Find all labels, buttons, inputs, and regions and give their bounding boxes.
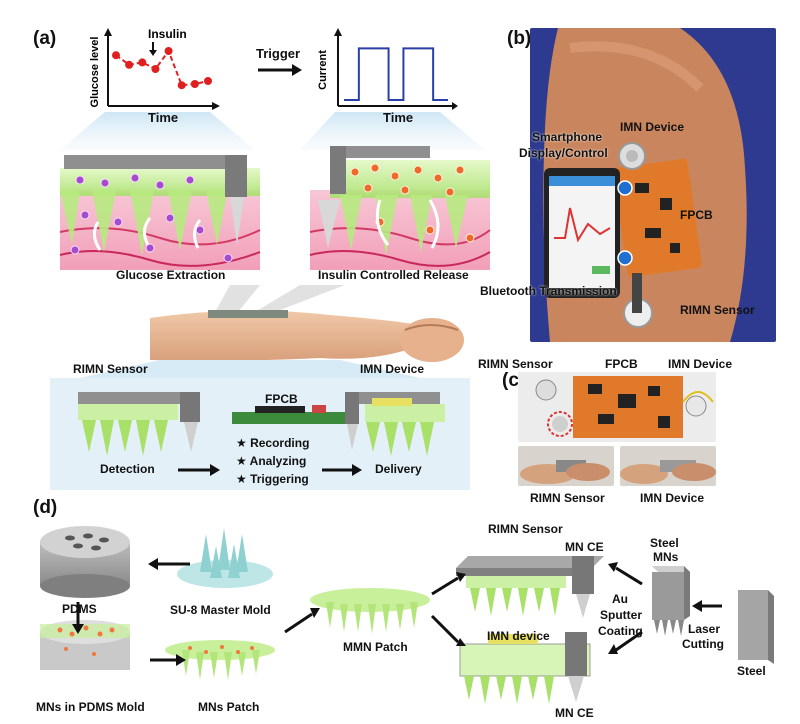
glucose-extraction-label: Glucose Extraction xyxy=(116,268,226,282)
rimn-sensor-label-d: RIMN Sensor xyxy=(488,522,563,536)
glucose-curve-point xyxy=(151,65,160,73)
imn-device-label-d: IMN device xyxy=(487,629,550,643)
glucose-curve xyxy=(112,47,212,90)
cutting-label: Cutting xyxy=(682,637,724,651)
panel-label-d: (d) xyxy=(33,497,58,518)
au-sputter-label-3: Coating xyxy=(598,624,643,638)
imn-device-label-c2: IMN Device xyxy=(640,491,705,505)
laser-label: Laser xyxy=(688,622,721,636)
panel-a-illustration xyxy=(50,64,491,490)
su8-label: SU-8 Master Mold xyxy=(170,603,271,617)
glucose-curve-point xyxy=(138,58,147,67)
insulin-marker-label: Insulin xyxy=(148,28,187,41)
display-control-label: Display/Control xyxy=(519,146,608,160)
rimn-sensor-device-illustration xyxy=(78,392,200,456)
current-curve-line xyxy=(344,47,448,101)
arm-device-photo-art xyxy=(543,28,747,342)
mn-ce-bottom-label: MN CE xyxy=(555,706,594,720)
glucose-plot-xlabel: Time xyxy=(148,110,179,125)
mns-in-pdms-label: MNs in PDMS Mold xyxy=(36,700,145,714)
fpcb-illustration xyxy=(232,405,350,424)
imn-device-label-a: IMN Device xyxy=(360,362,425,376)
steel-mns-label-2: MNs xyxy=(653,550,679,564)
imn-device-photo xyxy=(620,446,716,486)
glucose-curve-point xyxy=(125,60,134,69)
pdms-mold-shape xyxy=(40,526,130,598)
pdms-label: PDMS xyxy=(62,602,97,616)
panel-label-a: (a) xyxy=(33,28,57,49)
glucose-axis-label: Glucose level xyxy=(89,37,101,108)
device-board-photo-art xyxy=(535,376,714,438)
imn-device-label-b: IMN Device xyxy=(620,120,685,134)
rimn-sensor-label-c: RIMN Sensor xyxy=(478,357,553,371)
mns-in-pdms-mold-shape xyxy=(40,620,130,670)
trigger-label: Trigger xyxy=(256,46,301,61)
steel-label: Steel xyxy=(737,664,766,678)
glucose-curve-point xyxy=(164,47,173,55)
steel-mns-shape xyxy=(652,566,690,636)
step-analyzing: ★ Analyzing xyxy=(236,454,307,468)
current-axis-label: Current xyxy=(317,50,329,90)
glucose-curve-point xyxy=(112,51,120,60)
imn-device-illustration xyxy=(345,392,445,456)
su8-master-mold-shape xyxy=(177,528,273,588)
current-plot: Current xyxy=(317,28,458,110)
glucose-curve-point xyxy=(204,77,212,85)
fpcb-label-b: FPCB xyxy=(680,208,713,222)
current-curve xyxy=(344,47,448,101)
rimn-sensor-photo-art xyxy=(520,460,610,484)
arm-illustration xyxy=(150,310,464,362)
detection-label: Detection xyxy=(100,462,155,476)
mmn-patch-label: MMN Patch xyxy=(343,640,408,654)
delivery-label: Delivery xyxy=(375,462,422,476)
rimn-sensor-label-b: RIMN Sensor xyxy=(680,303,755,317)
panel-label-b: (b) xyxy=(507,28,532,49)
imn-device-photo-art xyxy=(620,460,716,484)
mns-patch-shape xyxy=(165,640,275,680)
smartphone-label: Smartphone xyxy=(532,130,603,144)
au-sputter-label-2: Sputter xyxy=(600,608,642,622)
current-plot-xlabel: Time xyxy=(383,110,414,125)
device-board-photo xyxy=(518,372,716,442)
glucose-level-plot: Glucose level Insulin xyxy=(89,28,220,110)
glucose-curve-point xyxy=(190,80,199,88)
fpcb-label-c: FPCB xyxy=(605,357,638,371)
mns-patch-label: MNs Patch xyxy=(198,700,260,714)
arm-device-photo xyxy=(530,28,776,342)
fpcb-label-a: FPCB xyxy=(265,392,298,406)
mn-ce-top-label: MN CE xyxy=(565,540,604,554)
imn-device-fab-shape xyxy=(459,632,591,704)
bluetooth-label: Bluetooth Transmission xyxy=(480,284,617,298)
fabrication-process xyxy=(40,526,774,704)
insulin-release-label: Insulin Controlled Release xyxy=(318,268,469,282)
steel-sheet-shape xyxy=(738,590,774,664)
rimn-sensor-label-a: RIMN Sensor xyxy=(73,362,148,376)
mmn-patch-shape xyxy=(310,588,430,634)
steel-mns-label-1: Steel xyxy=(650,536,679,550)
step-recording: ★ Recording xyxy=(236,436,310,450)
au-sputter-label-1: Au xyxy=(612,592,628,606)
rimn-sensor-photo xyxy=(518,446,614,486)
step-triggering: ★ Triggering xyxy=(236,472,309,486)
glucose-curve-point xyxy=(177,81,186,90)
rimn-sensor-fab-shape xyxy=(456,556,604,618)
glucose-extraction-section xyxy=(59,155,261,270)
insulin-release-section xyxy=(309,146,491,270)
imn-device-label-c: IMN Device xyxy=(668,357,733,371)
rimn-sensor-label-c2: RIMN Sensor xyxy=(530,491,605,505)
